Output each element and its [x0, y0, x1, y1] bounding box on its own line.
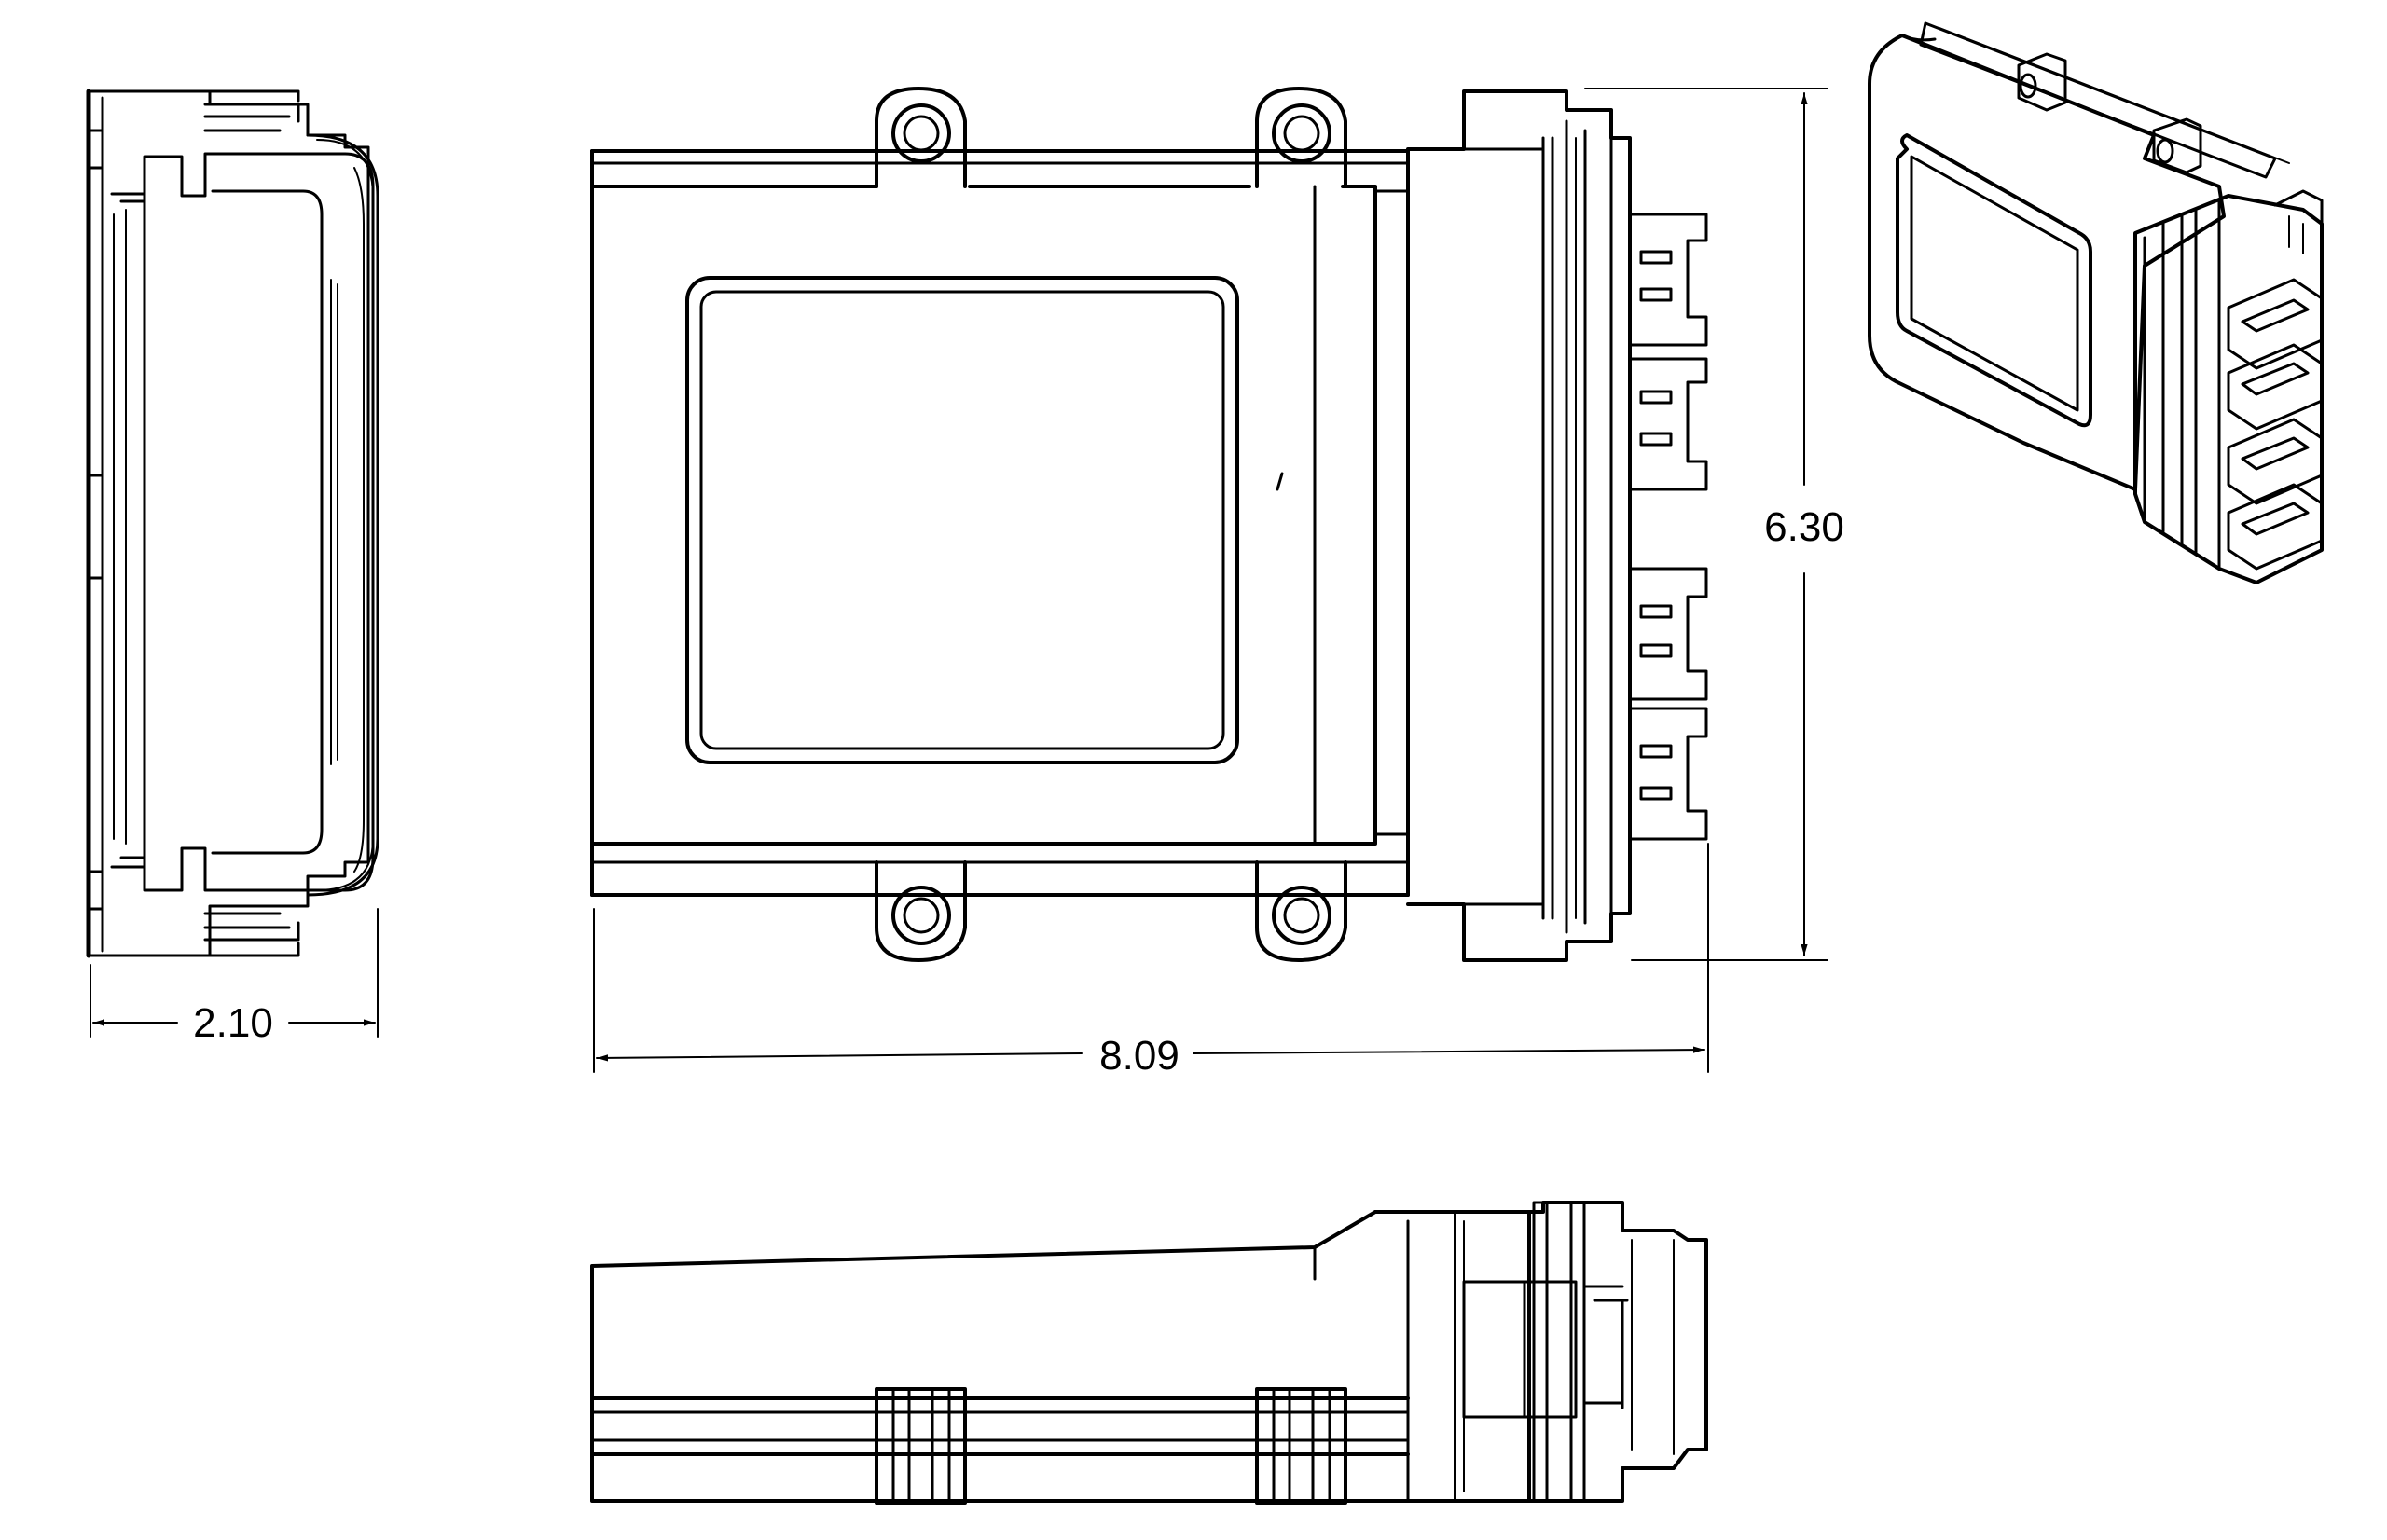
isometric-view [1868, 21, 2324, 584]
front-view [590, 87, 1708, 962]
mount-ear-top-left [875, 87, 967, 188]
iso-sockets [2227, 278, 2324, 571]
width-dimension [90, 908, 379, 1038]
height-dimension [1584, 88, 1828, 961]
mount-ear-top-right [1255, 87, 1347, 188]
side-view [86, 89, 379, 958]
top-view [590, 1201, 1708, 1505]
iso-label-window [1896, 133, 2092, 428]
height-dimension-label: 6.30 [1764, 504, 1844, 550]
connector-housing [1406, 89, 1632, 962]
iso-connector [2133, 194, 2324, 584]
mount-ear-bottom-right [1255, 860, 1347, 962]
label-window-inner [699, 290, 1225, 750]
connector-sockets [1628, 213, 1708, 841]
length-dimension [593, 843, 1709, 1073]
width-dimension-label: 2.10 [193, 1000, 273, 1046]
mounting-clip-right [1255, 1387, 1347, 1505]
length-dimension-label: 8.09 [1099, 1033, 1180, 1079]
label-window-outer [685, 276, 1239, 764]
mounting-clip-left [875, 1387, 967, 1505]
mount-ear-bottom-left [875, 860, 967, 962]
